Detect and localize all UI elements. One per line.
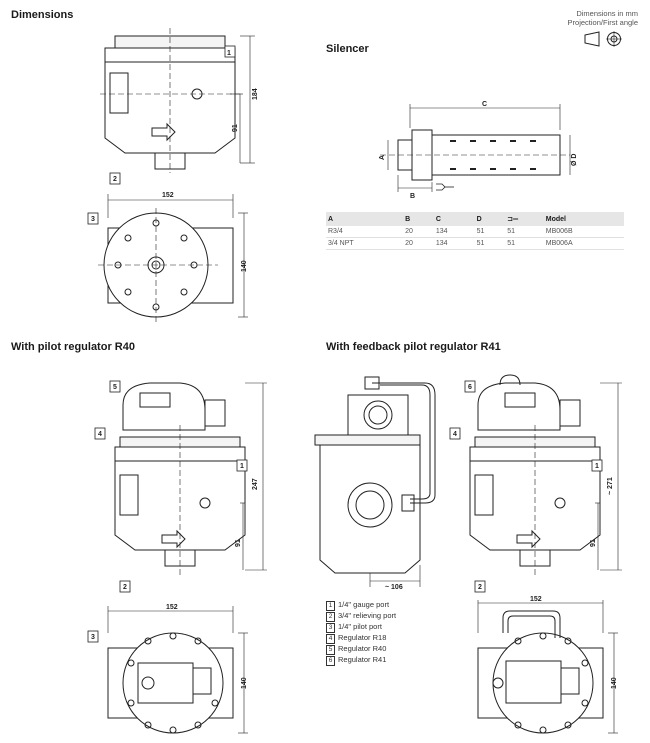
legend-num: 4 — [326, 634, 335, 644]
table-cell: 51 — [505, 226, 544, 238]
r40-side-view: 247 91 5 4 1 2 — [94, 380, 267, 593]
r41-top-view: 152 140 — [477, 596, 618, 734]
dim-184: 184 — [252, 88, 259, 100]
legend-num: 1 — [326, 601, 335, 611]
legend-text: Regulator R40 — [338, 644, 387, 653]
table-cell: 20 — [403, 237, 434, 250]
table-cell: MB006A — [543, 237, 624, 250]
table-cell: 134 — [433, 226, 475, 238]
dim-152-r40: 152 — [166, 604, 178, 611]
dim-91-r40: 91 — [235, 539, 242, 547]
table-header-cell: C — [433, 212, 475, 226]
legend-text: 1/4" gauge port — [338, 600, 390, 609]
r40-top-view: 152 140 3 — [87, 604, 248, 734]
callout-3-r40: 3 — [91, 634, 95, 641]
callout-3: 3 — [91, 216, 95, 223]
legend-text: Regulator R18 — [338, 633, 387, 642]
dim-140-r40: 140 — [241, 677, 248, 689]
legend-num: 6 — [326, 656, 335, 666]
callout-1: 1 — [227, 50, 231, 57]
dimensions-title: Dimensions — [11, 9, 74, 21]
dim-106: ~ 106 — [385, 584, 403, 591]
units-note: Dimensions in mm Projection/First angle — [568, 9, 638, 27]
table-cell: MB006B — [543, 226, 624, 238]
table-row: R3/4 20 134 51 51 MB006B — [326, 226, 624, 238]
wrench-icon: ⊐═ — [507, 216, 519, 223]
pilot-r40-title: With pilot regulator R40 — [11, 341, 135, 353]
table-row: 3/4 NPT 20 134 51 51 MB006A — [326, 237, 624, 250]
dim-91: 91 — [232, 124, 239, 132]
callout-1-r40: 1 — [240, 463, 244, 470]
wrench-icon — [436, 183, 454, 191]
silencer-dim-d: Ø D — [571, 154, 578, 166]
table-cell: R3/4 — [326, 226, 404, 238]
silencer-title: Silencer — [326, 43, 369, 55]
table-cell: 3/4 NPT — [326, 237, 404, 250]
units-note-line1: Dimensions in mm — [576, 9, 638, 18]
valve-top-view: 152 140 3 — [87, 192, 248, 323]
table-header-row: A B C D ⊐═ Model — [326, 212, 624, 226]
callout-6: 6 — [468, 384, 472, 391]
r41-front-view: ~ 106 — [314, 376, 436, 591]
callout-4-r41: 4 — [453, 431, 457, 438]
dim-152: 152 — [162, 192, 174, 199]
callout-2: 2 — [113, 176, 117, 183]
legend-text: Regulator R41 — [338, 655, 387, 664]
silencer-dim-c: C — [482, 101, 487, 108]
dim-247: 247 — [252, 478, 259, 490]
legend-num: 3 — [326, 623, 335, 633]
table-cell: 20 — [403, 226, 434, 238]
table-header-cell: Model — [543, 212, 624, 226]
table-cell: 51 — [505, 237, 544, 250]
legend-num: 2 — [326, 612, 335, 622]
legend-text: 3/4" relieving port — [338, 611, 397, 620]
dim-91-r41: 91 — [590, 539, 597, 547]
legend-text: 1/4" pilot port — [338, 622, 382, 631]
feedback-r41-title: With feedback pilot regulator R41 — [326, 341, 501, 353]
callout-2-r41: 2 — [478, 584, 482, 591]
table-header-cell: A — [326, 212, 404, 226]
dim-271: ~ 271 — [607, 477, 614, 495]
legend-num: 5 — [326, 645, 335, 655]
silencer-dim-a: A — [379, 155, 386, 160]
dim-152-r41: 152 — [530, 596, 542, 603]
silencer-dim-b: B — [410, 193, 415, 200]
table-header-cell: B — [403, 212, 434, 226]
table-cell: 51 — [474, 226, 506, 238]
units-note-line2: Projection/First angle — [567, 18, 638, 27]
r41-side-view: ~ 271 91 6 4 1 2 — [449, 374, 622, 593]
callout-4: 4 — [98, 431, 102, 438]
silencer-drawing: C A Ø D B — [379, 101, 578, 200]
silencer-table: A B C D ⊐═ Model R3/4 20 134 51 51 MB006… — [326, 212, 624, 250]
valve-side-view: 184 91 1 2 — [100, 28, 259, 185]
wrench-size-header: ⊐═ — [505, 212, 544, 226]
callout-2-r40: 2 — [123, 584, 127, 591]
table-cell: 134 — [433, 237, 475, 250]
table-header-cell: D — [474, 212, 506, 226]
dim-140-r41: 140 — [611, 677, 618, 689]
callout-1-r41: 1 — [595, 463, 599, 470]
dim-140: 140 — [241, 260, 248, 272]
table-cell: 51 — [474, 237, 506, 250]
callout-5: 5 — [113, 384, 117, 391]
first-angle-projection-icon — [584, 31, 622, 47]
